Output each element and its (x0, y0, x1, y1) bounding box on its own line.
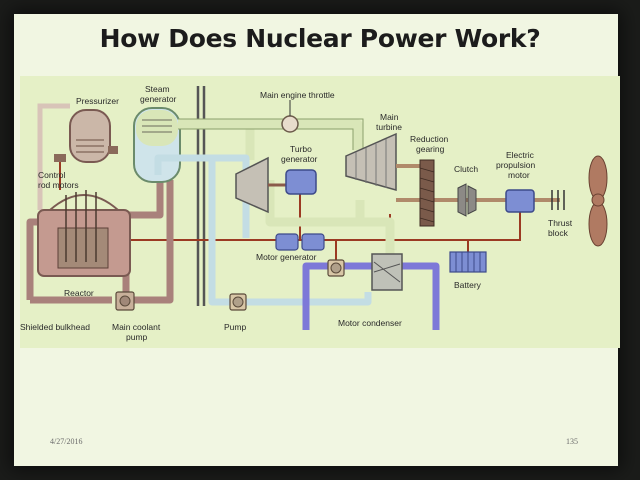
steam-generator-dome (136, 110, 178, 146)
propeller (588, 155, 608, 247)
label-steam-generator: Steam generator (140, 84, 177, 104)
condenser-cooling-water (302, 262, 440, 330)
label-thrust-block: Thrust block (548, 218, 574, 238)
reactor-dome (49, 194, 119, 211)
label-reduction-gearing: Reduction gearing (410, 134, 451, 154)
motor-condenser-tubes (373, 261, 401, 283)
reduction-gearing (419, 159, 435, 227)
label-motor-condenser: Motor condenser (338, 318, 402, 328)
clutch-plate (457, 183, 467, 217)
control-rod-motor (54, 154, 66, 162)
label-pressurizer: Pressurizer (76, 96, 119, 106)
reduction-gearing-teeth (419, 167, 435, 223)
main-turbine-blades (355, 139, 387, 188)
slide-date: 4/27/2016 (50, 437, 83, 446)
control-rods (65, 190, 97, 262)
pressurizer-valve (108, 146, 118, 154)
main-turbine (345, 132, 397, 191)
steam-generator-tubes (142, 119, 172, 133)
motor-generator-unit (275, 233, 299, 251)
main-steam-line (178, 119, 395, 258)
turbo-generator (285, 169, 317, 195)
slide-title: How Does Nuclear Power Work? (99, 24, 541, 53)
label-control-rod-motors: Control rod motors (38, 170, 79, 190)
pressurizer-heaters (76, 139, 104, 153)
label-main-coolant-pump: Main coolant pump (112, 322, 163, 342)
main-coolant-pump-rotor (119, 295, 131, 307)
label-electric-propulsion-motor: Electric propulsion motor (496, 150, 538, 180)
clutch-plate (467, 185, 477, 215)
main-engine-throttle (281, 115, 299, 133)
motor-generator-unit (301, 233, 325, 251)
condenser-pump-rotor (330, 262, 342, 274)
main-steam-line-outline (178, 118, 364, 150)
label-main-turbine: Main turbine (376, 112, 402, 132)
turbo-generator-turbine (235, 156, 269, 214)
label-shielded-bulkhead: Shielded bulkhead (20, 322, 90, 332)
battery-cells (455, 252, 481, 272)
label-reactor: Reactor (64, 288, 94, 298)
label-motor-generator: Motor generator (256, 252, 317, 262)
pressurizer (69, 109, 111, 163)
label-clutch: Clutch (454, 164, 478, 174)
feed-pump-rotor (232, 296, 244, 308)
label-main-engine-throttle: Main engine throttle (260, 90, 335, 100)
label-battery: Battery (454, 280, 482, 290)
slide-page-number: 135 (566, 437, 578, 446)
label-turbo-generator: Turbo generator (281, 144, 318, 164)
thrust-block (551, 190, 565, 210)
electric-propulsion-motor (505, 189, 535, 213)
pressurizer-line (37, 103, 70, 130)
label-pump: Pump (224, 322, 246, 332)
